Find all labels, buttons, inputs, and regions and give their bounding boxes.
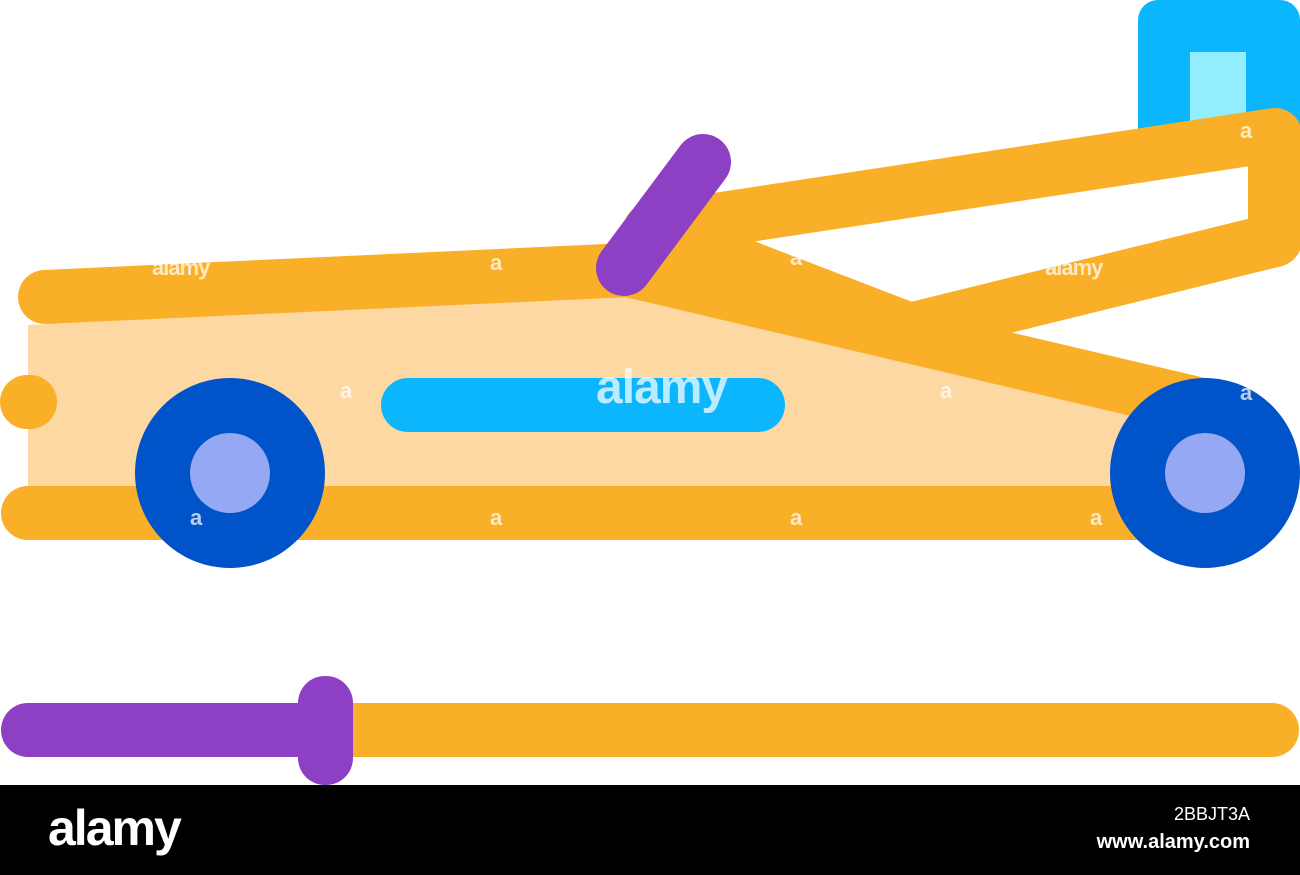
floor-jack-icon bbox=[0, 0, 1300, 785]
footer-logo: alamy bbox=[48, 800, 182, 856]
wheel-left-hub bbox=[190, 433, 270, 513]
pump-lever bbox=[596, 134, 731, 296]
site-url: www.alamy.com bbox=[1096, 831, 1250, 853]
wheel-right-hub bbox=[1165, 433, 1245, 513]
footer-bar: alamy 2BBJT3A www.alamy.com bbox=[0, 785, 1300, 875]
saddle-inner bbox=[1190, 52, 1246, 124]
jack-top-edge bbox=[18, 243, 655, 324]
jack-slope-edge bbox=[601, 243, 1242, 435]
illustration-canvas: alamy a a alamy a a alamy a a a a a a bbox=[0, 0, 1300, 785]
handle-collar bbox=[298, 676, 353, 785]
footer-meta: 2BBJT3A www.alamy.com bbox=[1097, 801, 1250, 857]
image-id: 2BBJT3A bbox=[1173, 804, 1250, 824]
